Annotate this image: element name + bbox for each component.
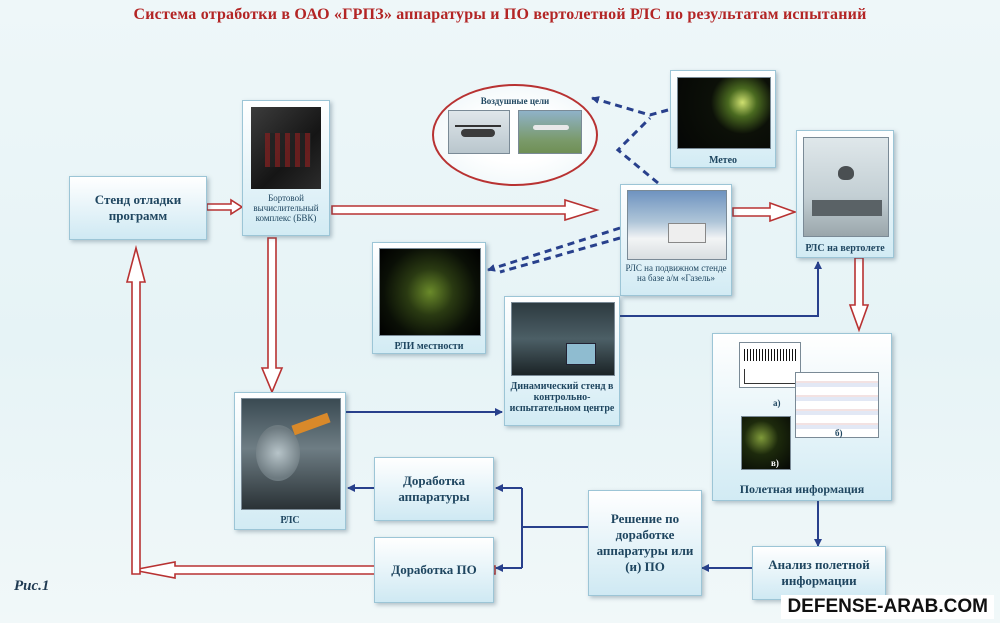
node-rls-gazel: РЛС на подвижном стенде на базе а/м «Газ… [620,184,732,296]
rli-caption: РЛИ местности [373,341,485,352]
arrow-bvk-to-gazel [332,200,597,220]
helicopter-photo [448,110,510,154]
arrow-meteo-to-targets [592,98,668,115]
node-rli: РЛИ местности [372,242,486,354]
arrow-up-to-stend [127,248,145,574]
bvk-caption: Бортовой вычислительный комплекс (БВК) [243,193,329,223]
rli-photo [379,248,481,336]
air-targets-label: Воздушные цели [434,96,596,106]
air-targets-ellipse: Воздушные цели [432,84,598,186]
node-meteo: Метео [670,70,776,168]
node-dorabotka-sw: Доработка ПО [374,537,494,603]
node-flight-info: а) б) в) Полетная информация [712,333,892,501]
gazel-photo [627,190,727,260]
arrow-gazel-to-rli [488,228,620,270]
rls-caption: РЛС [235,515,345,526]
flight-chart-a [739,342,801,388]
helicopter-rls-photo [803,137,889,237]
node-rls-helicopter: РЛС на вертолете [796,130,894,258]
gazel-caption: РЛС на подвижном стенде на базе а/м «Газ… [621,263,731,283]
page-title: Система отработки в ОАО «ГРПЗ» аппаратур… [0,6,1000,24]
node-rls: РЛС [234,392,346,530]
rls-photo [241,398,341,510]
arrow-stend-to-bvk [207,200,242,214]
arrow-bvk-to-rls [262,238,282,392]
flight-label-b: б) [835,428,843,438]
node-dynamic-stend: Динамический стенд в контрольно-испытате… [504,296,620,426]
node-stend-otladki: Стенд отладки программ [69,176,207,240]
dynamic-stend-photo [511,302,615,376]
flight-info-caption: Полетная информация [713,484,891,494]
flight-label-a: а) [773,398,781,408]
node-analysis: Анализ полетной информации [752,546,886,600]
flight-chart-c [741,416,791,470]
node-bvk: Бортовой вычислительный комплекс (БВК) [242,100,330,236]
rls-helicopter-caption: РЛС на вертолете [797,243,893,254]
arrow-heli-to-flightinfo [850,258,868,330]
dynamic-stend-caption: Динамический стенд в контрольно-испытате… [505,381,619,414]
arrow-gazel-to-meteo [618,118,658,183]
node-dorabotka-hw: Доработка аппаратуры [374,457,494,521]
aircraft-photo [518,110,582,154]
meteo-caption: Метео [671,155,775,166]
figure-label: Рис.1 [14,578,49,595]
bvk-photo [251,107,321,189]
node-decision: Решение по доработке аппаратуры или (и) … [588,490,702,596]
flight-label-c: в) [771,458,779,468]
watermark: DEFENSE-ARAB.COM [781,595,994,619]
arrow-gazel-to-rli-2 [500,238,620,272]
arrow-gazel-to-heli [733,203,795,221]
meteo-photo [677,77,771,149]
